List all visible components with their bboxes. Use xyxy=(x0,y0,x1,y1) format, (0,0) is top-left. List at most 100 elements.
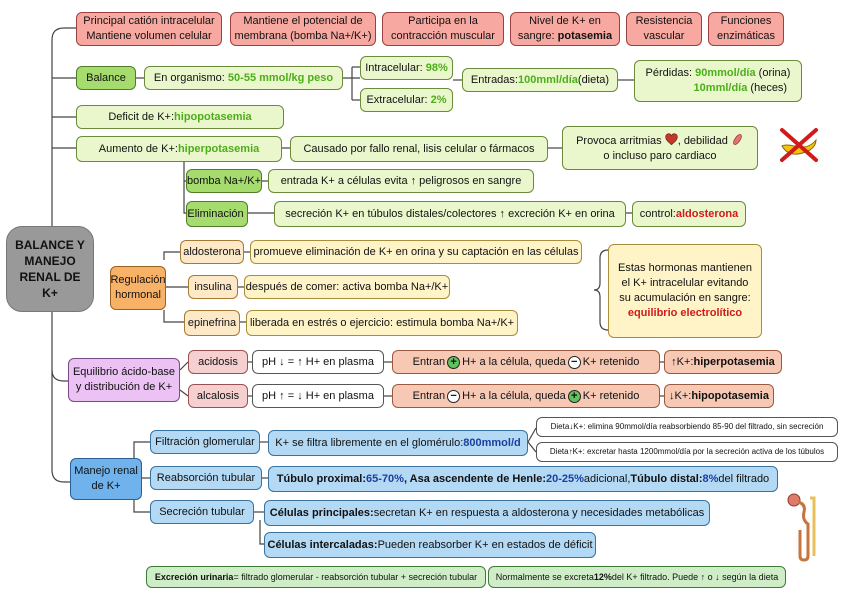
plus-icon: + xyxy=(567,389,581,403)
function-3-line2: contracción muscular xyxy=(391,30,495,42)
pump-label: bomba Na+/K+ xyxy=(186,169,262,193)
reabs-p4: Túbulo distal: xyxy=(630,472,703,485)
reabs-p2: , Asa ascendente de Henle: xyxy=(403,472,546,485)
control-prefix: control: xyxy=(639,207,676,220)
intake-value: 100mml/día xyxy=(517,73,578,86)
hormone-epinefrina-name: epinefrina xyxy=(187,316,237,329)
renal-line1: Manejo renal xyxy=(74,465,138,478)
alcalosis-result: ↓K+: hipopotasemia xyxy=(664,384,774,408)
secretion-intercalated: Células intercaladas: Pueden reabsorber … xyxy=(264,532,596,558)
function-1-line2: Mantiene volumen celular xyxy=(86,30,212,42)
elimination-label-text: Eliminación xyxy=(187,207,244,220)
effect-line1: Provoca arritmias xyxy=(576,134,662,147)
acidosis-enter: Entran+H+ a la célula, queda−K+ retenido xyxy=(392,350,660,374)
regulation-note: Estas hormonas mantienen el K+ intracelu… xyxy=(608,244,762,338)
function-6-line2: enzimáticas xyxy=(716,30,776,42)
plus-icon: + xyxy=(447,355,461,369)
hormone-insulina-desc: después de comer: activa bomba Na+/K+ xyxy=(244,275,450,299)
function-5-line1: Resistencia xyxy=(635,15,693,28)
minus-icon: − xyxy=(447,389,461,403)
acidosis-ph-text: pH ↓ = ↑ H+ en plasma xyxy=(262,355,374,368)
losses-suffix-2: (heces) xyxy=(747,82,788,94)
intake-suffix: (dieta) xyxy=(577,73,610,86)
control-value: aldosterona xyxy=(675,207,739,220)
elimination-label: Eliminación xyxy=(186,201,248,227)
reabs-p5: del filtrado xyxy=(718,472,770,485)
alcalosis-label: alcalosis xyxy=(188,384,248,408)
balance-organism: En organismo: 50-55 mmol/kg peso xyxy=(144,66,343,90)
excess-prefix: Aumento de K+: xyxy=(98,142,178,155)
hormone-insulina: insulina xyxy=(188,275,238,299)
excess-cause: Causado por fallo renal, lisis celular o… xyxy=(290,136,548,162)
renal-label: Manejo renal de K+ xyxy=(70,458,142,500)
alcalosis-name: alcalosis xyxy=(196,389,240,402)
diet-high-text: Dieta↑K+: excretar hasta 1200mmol/día po… xyxy=(549,446,825,456)
nephron-icon xyxy=(787,493,816,562)
principal-text: secretan K+ en respuesta a aldosterona y… xyxy=(373,506,705,519)
function-5-line2: vascular xyxy=(643,30,685,42)
function-4-line2-bold: potasemia xyxy=(557,30,613,42)
reabs-p3: adicional, xyxy=(583,472,631,485)
reabsorption-label-text: Reabsorción tubular xyxy=(156,471,256,484)
deficit-prefix: Deficit de K+: xyxy=(108,110,175,123)
losses-suffix-1: (orina) xyxy=(755,67,791,80)
acidbase-label: Equilibrio ácido-base y distribución de … xyxy=(68,358,180,402)
excess-cause-text: Causado por fallo renal, lisis celular o… xyxy=(303,142,535,155)
normal-suffix: del K+ filtrado. Puede ↑ o ↓ según la di… xyxy=(611,571,779,582)
secretion-principal: Células principales: secretan K+ en resp… xyxy=(264,500,710,526)
function-2-line2: membrana (bomba Na+/K+) xyxy=(234,30,372,42)
reabs-p4-value: 8% xyxy=(702,472,719,485)
reabs-p2-value: 20-25% xyxy=(546,472,584,485)
pump-label-text: bomba Na+/K+ xyxy=(187,174,261,187)
excess-effect: Provoca arritmias , debilidad o incluso … xyxy=(562,126,758,170)
balance-extracellular: Extracelular: 2% xyxy=(360,88,453,112)
reabs-p1-value: 65-70% xyxy=(366,472,404,485)
minus-icon: − xyxy=(567,355,581,369)
acidosis-ph: pH ↓ = ↑ H+ en plasma xyxy=(252,350,384,374)
excess-box: Aumento de K+: hiperpotasemia xyxy=(76,136,282,162)
function-3-line1: Participa en la xyxy=(408,15,478,28)
intercalated-text: Pueden reabsorber K+ en estados de défic… xyxy=(377,538,593,551)
acidosis-name: acidosis xyxy=(198,355,238,368)
alcalosis-ph-text: pH ↑ = ↓ H+ en plasma xyxy=(262,389,374,402)
acidosis-result-prefix: ↑K+: xyxy=(671,355,694,368)
note-line1: Estas hormonas mantienen xyxy=(618,262,752,275)
alcalosis-ph: pH ↑ = ↓ H+ en plasma xyxy=(252,384,384,408)
elimination-control: control: aldosterona xyxy=(632,201,746,227)
excess-value: hiperpotasemia xyxy=(177,142,260,155)
alcalosis-enter-prefix: Entran xyxy=(412,389,446,402)
filtration-desc-value: 800mmol/d xyxy=(463,436,521,449)
function-6-line1: Funciones xyxy=(720,15,772,28)
excretion-text: = filtrado glomerular - reabsorción tubu… xyxy=(233,571,478,582)
hormone-insulina-name: insulina xyxy=(194,280,232,293)
alcalosis-enter-suffix: K+ retenido xyxy=(582,389,640,402)
filtration-label: Filtración glomerular xyxy=(150,430,260,454)
function-box-6: Funciones enzimáticas xyxy=(708,12,784,46)
function-4-line2-prefix: sangre: xyxy=(517,30,558,42)
extra-value: 2% xyxy=(430,93,447,106)
hormone-epinefrina-desc: liberada en estrés o ejercicio: estimula… xyxy=(246,310,518,336)
acidosis-label: acidosis xyxy=(188,350,248,374)
hormone-epinefrina-desc-text: liberada en estrés o ejercicio: estimula… xyxy=(249,316,515,329)
heart-icon xyxy=(665,132,678,145)
pump-desc-text: entrada K+ a células evita ↑ peligrosos … xyxy=(280,174,522,187)
hormone-aldosterona-name: aldosterona xyxy=(183,245,241,258)
renal-line2: de K+ xyxy=(91,480,121,492)
balance-losses: Pérdidas: 90mmol/día (orina) 10mml/día (… xyxy=(634,60,802,102)
note-line3: su acumulación en sangre: xyxy=(619,292,751,304)
acidbase-line1: Equilibrio ácido-base xyxy=(72,366,176,379)
excretion-bold: Excreción urinaria xyxy=(154,571,234,582)
normal-bold: 12% xyxy=(593,571,612,582)
reabsorption-desc: Túbulo proximal: 65-70%, Asa ascendente … xyxy=(268,466,778,492)
acidosis-enter-suffix: K+ retenido xyxy=(582,355,640,368)
alcalosis-result-bold: hipopotasemia xyxy=(691,389,769,402)
balance-intake: Entradas: 100mml/día (dieta) xyxy=(462,68,618,92)
hormone-aldosterona-desc: promueve eliminación de K+ en orina y su… xyxy=(250,240,582,264)
center-title-text: BALANCE Y MANEJO RENAL DE K+ xyxy=(15,237,85,301)
diet-low-text: Dieta↓K+: elimina 90mmol/día reabsorbien… xyxy=(550,421,824,431)
function-box-3: Participa en la contracción muscular xyxy=(382,12,504,46)
normal-excretion: Normalmente se excreta 12% del K+ filtra… xyxy=(488,566,786,588)
balance-label: Balance xyxy=(76,66,136,90)
organism-prefix: En organismo: xyxy=(153,71,225,84)
regulation-line2: hormonal xyxy=(115,289,161,301)
